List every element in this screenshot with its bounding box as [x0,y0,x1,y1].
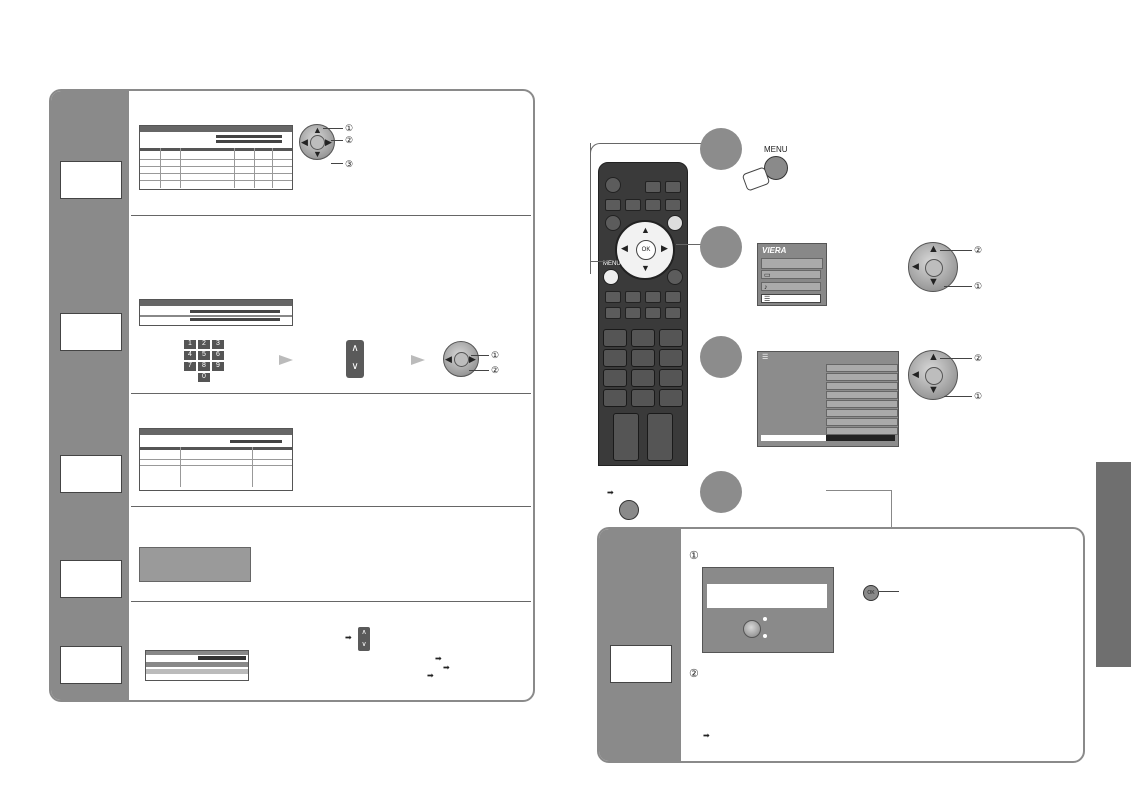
dpad-icon: ◀ ▶ [443,341,479,377]
step-sidebar [51,91,129,700]
numeric-keypad-icon: 1 2 3 4 5 6 7 8 9 0 [184,340,224,382]
menu-button[interactable] [603,269,619,285]
callout-1: ① [974,281,983,291]
step-circle-3 [700,336,742,378]
callout-1: ① [345,123,354,133]
callout-3: ③ [345,159,354,169]
channel-list-screen [139,125,293,190]
callout-2: ② [974,353,983,363]
channel-detail-screen [139,428,293,491]
step-circle-4 [700,471,742,513]
step-label-box-1 [60,161,122,199]
step-label-box-4 [60,560,122,598]
callout-1: ① [491,350,500,360]
message-box [139,547,251,582]
arrow-icon: ➡ [427,671,434,680]
section-tab [1096,462,1131,667]
item-2-marker: ② [689,668,699,680]
arrow-right-icon [411,355,425,365]
back-button[interactable] [619,500,639,520]
callout-2: ② [345,135,354,145]
power-button[interactable] [605,177,621,193]
item-1-marker: ① [689,550,699,562]
step-circle-2 [700,226,742,268]
arrow-right-icon [279,355,293,365]
arrow-icon: ➡ [345,633,352,642]
arrow-icon: ➡ [607,488,614,497]
remote-control: ▲ ▼ ◀ ▶ OK MENU [598,162,688,466]
ok-button[interactable]: OK [863,585,879,601]
ok-button[interactable]: OK [636,240,656,260]
menu-button-label: MENU [764,145,788,154]
dpad-icon: ▲ ▼ ◀ ▶ [299,124,335,160]
callout-2: ② [974,245,983,255]
confirm-screen [702,567,834,653]
callout-1: ① [974,391,983,401]
step-label-box-5 [60,646,122,684]
channel-up-down-icon: ∧∨ [346,340,364,378]
channel-up-down-icon: ∧∨ [358,627,370,651]
procedure-panel-left: ▲ ▼ ◀ ▶ ① ② ③ 1 2 3 4 5 6 7 8 9 0 ∧∨ ◀ ▶… [49,89,535,702]
step-label-box [610,645,672,683]
main-menu-screen: VIERA ▭ ♪ ☰ [757,243,827,306]
arrow-icon: ➡ [443,663,450,672]
arrow-icon: ➡ [435,654,442,663]
step-sidebar [599,529,681,761]
arrow-icon: ➡ [703,731,710,740]
setup-menu-screen: ☰ [757,351,899,447]
step-label-box-3 [60,455,122,493]
dpad-ring[interactable]: ▲ ▼ ◀ ▶ OK [615,220,675,280]
callout-2: ② [491,365,500,375]
settings-screen [145,650,249,681]
procedure-panel-right: ① OK ② ➡ [597,527,1085,763]
step-label-box-2 [60,313,122,351]
channel-edit-screen [139,299,293,326]
menu-label: MENU [603,261,621,267]
step-circle-1 [700,128,742,170]
